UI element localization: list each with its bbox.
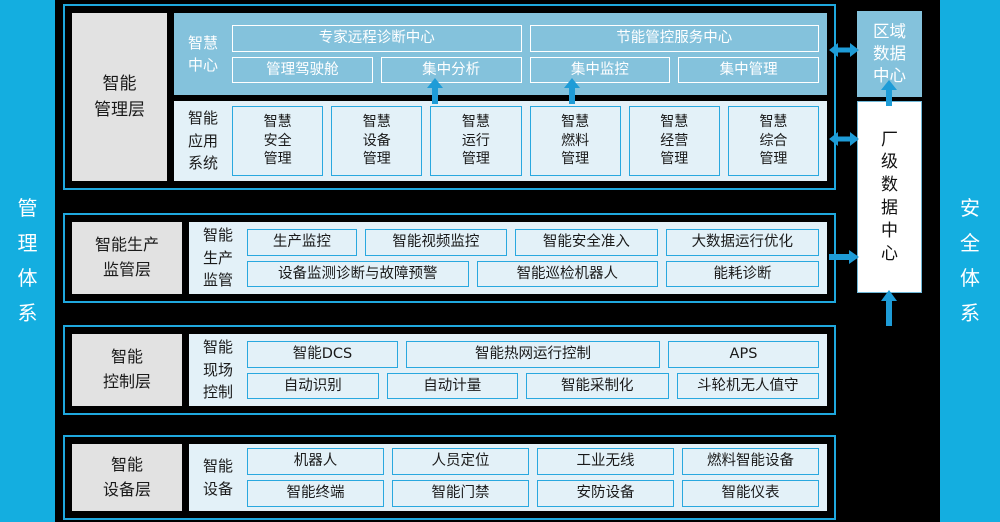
row-title-smart-application-system: 智能 应用 系统 bbox=[187, 109, 218, 173]
chip-smart-instrument[interactable]: 智能仪表 bbox=[682, 480, 819, 507]
chip-centralized-analysis[interactable]: 集中分析 bbox=[380, 56, 522, 84]
chip-management-cockpit[interactable]: 管理驾驶舱 bbox=[232, 56, 373, 84]
chip-expert-remote-diagnosis-center[interactable]: 专家远程诊断中心 bbox=[232, 24, 522, 52]
cell-line: 自动识别 自动计量 智能采制化 斗轮机无人值守 bbox=[247, 372, 819, 400]
layer-body-intelligent-equipment: 智能 设备 机器人 人员定位 工业无线 燃料智能设备 智能终端 智能门禁 安防设… bbox=[189, 444, 827, 511]
row-title-smart-equipment: 智能 设备 bbox=[202, 457, 233, 498]
chip-smart-terminal[interactable]: 智能终端 bbox=[247, 480, 384, 507]
chip-stacker-reclaimer-unattended[interactable]: 斗轮机无人值守 bbox=[676, 372, 819, 400]
chip-personnel-positioning[interactable]: 人员定位 bbox=[392, 448, 529, 475]
row-title-production-supervision: 智能 生产 监管 bbox=[202, 226, 233, 290]
cell-line: 管理驾驶舱 集中分析 集中监控 集中管理 bbox=[232, 56, 819, 84]
chip-smart-operation-management[interactable]: 智慧 运行 管理 bbox=[430, 106, 522, 176]
cell-line: 设备监测诊断与故障预警 智能巡检机器人 能耗诊断 bbox=[247, 260, 819, 288]
layer-intelligent-production-supervision: 智能生产 监管层 智能 生产 监管 生产监控 智能视频监控 智能安全准入 大数据… bbox=[63, 213, 836, 303]
row-cells-smart-center: 专家远程诊断中心 节能管控服务中心 管理驾驶舱 集中分析 集中监控 集中管理 bbox=[232, 13, 827, 95]
layer-body-intelligent-production-supervision: 智能 生产 监管 生产监控 智能视频监控 智能安全准入 大数据运行优化 设备监测… bbox=[189, 222, 827, 294]
arrow-up-apps-to-center-right bbox=[563, 78, 581, 104]
cell-line: 机器人 人员定位 工业无线 燃料智能设备 bbox=[247, 448, 819, 475]
layer-label-intelligent-equipment: 智能 设备层 bbox=[72, 444, 182, 511]
chip-smart-inspection-robot[interactable]: 智能巡检机器人 bbox=[476, 260, 659, 288]
row-title-field-control: 智能 现场 控制 bbox=[202, 338, 233, 402]
chip-centralized-management[interactable]: 集中管理 bbox=[678, 56, 819, 84]
cell-line: 智能终端 智能门禁 安防设备 智能仪表 bbox=[247, 480, 819, 507]
row-cells-smart-application-system: 智慧 安全 管理 智慧 设备 管理 智慧 运行 管理 智慧 燃料 管理 智慧 经… bbox=[232, 101, 827, 181]
layer-body-intelligent-management: 智慧 中心 专家远程诊断中心 节能管控服务中心 管理驾驶舱 集中分析 集中监控 … bbox=[174, 13, 827, 181]
plant-data-center-box[interactable]: 厂 级 数 据 中 心 bbox=[857, 101, 922, 293]
layer-label-intelligent-production-supervision: 智能生产 监管层 bbox=[72, 222, 182, 294]
chip-production-monitoring[interactable]: 生产监控 bbox=[247, 228, 357, 256]
chip-smart-safety-management[interactable]: 智慧 安全 管理 bbox=[232, 106, 324, 176]
chip-industrial-wireless[interactable]: 工业无线 bbox=[537, 448, 674, 475]
chip-energy-consumption-diagnosis[interactable]: 能耗诊断 bbox=[666, 260, 819, 288]
row-production-supervision: 智能 生产 监管 生产监控 智能视频监控 智能安全准入 大数据运行优化 设备监测… bbox=[189, 222, 827, 294]
chip-smart-sampling-preparation[interactable]: 智能采制化 bbox=[526, 372, 669, 400]
chip-smart-business-management[interactable]: 智慧 经营 管理 bbox=[628, 106, 720, 176]
layer-label-intelligent-control: 智能 控制层 bbox=[72, 334, 182, 406]
layer-body-intelligent-control: 智能 现场 控制 智能DCS 智能热网运行控制 APS 自动识别 自动计量 智能… bbox=[189, 334, 827, 406]
row-smart-equipment: 智能 设备 机器人 人员定位 工业无线 燃料智能设备 智能终端 智能门禁 安防设… bbox=[189, 444, 827, 511]
row-smart-application-system: 智能 应用 系统 智慧 安全 管理 智慧 设备 管理 智慧 运行 管理 智慧 燃… bbox=[174, 101, 827, 181]
arrow-bidirectional-apps-to-plant-dc bbox=[829, 131, 859, 147]
chip-smart-access-control[interactable]: 智能门禁 bbox=[392, 480, 529, 507]
left-rail-label: 管理体系 bbox=[17, 196, 38, 325]
chip-smart-dcs[interactable]: 智能DCS bbox=[247, 340, 399, 368]
chip-automatic-identification[interactable]: 自动识别 bbox=[247, 372, 379, 400]
chip-big-data-operation-optimization[interactable]: 大数据运行优化 bbox=[665, 228, 820, 256]
chip-smart-heat-network-operation-control[interactable]: 智能热网运行控制 bbox=[406, 340, 660, 368]
layer-intelligent-equipment: 智能 设备层 智能 设备 机器人 人员定位 工业无线 燃料智能设备 智能终端 智… bbox=[63, 435, 836, 520]
chip-smart-safety-access[interactable]: 智能安全准入 bbox=[515, 228, 658, 256]
row-field-control: 智能 现场 控制 智能DCS 智能热网运行控制 APS 自动识别 自动计量 智能… bbox=[189, 334, 827, 406]
right-rail-security-system: 安全体系 bbox=[940, 0, 1000, 522]
chip-centralized-monitoring[interactable]: 集中监控 bbox=[529, 56, 671, 84]
row-cells-smart-equipment: 机器人 人员定位 工业无线 燃料智能设备 智能终端 智能门禁 安防设备 智能仪表 bbox=[247, 444, 827, 511]
chip-robot[interactable]: 机器人 bbox=[247, 448, 384, 475]
layer-intelligent-management: 智能 管理层 智慧 中心 专家远程诊断中心 节能管控服务中心 管理驾驶舱 集中分… bbox=[63, 4, 836, 190]
cell-line: 生产监控 智能视频监控 智能安全准入 大数据运行优化 bbox=[247, 228, 820, 256]
right-rail-label: 安全体系 bbox=[960, 196, 980, 325]
left-rail-management-system: 管理体系 bbox=[0, 0, 55, 522]
chip-automatic-metering[interactable]: 自动计量 bbox=[386, 372, 519, 400]
cell-line: 智慧 安全 管理 智慧 设备 管理 智慧 运行 管理 智慧 燃料 管理 智慧 经… bbox=[232, 106, 820, 176]
arrow-up-control-to-plant-dc bbox=[880, 290, 898, 326]
row-title-smart-center: 智慧 中心 bbox=[187, 33, 218, 75]
layer-label-intelligent-management: 智能 管理层 bbox=[72, 13, 167, 181]
cell-line: 智能DCS 智能热网运行控制 APS bbox=[247, 340, 819, 368]
chip-security-equipment[interactable]: 安防设备 bbox=[537, 480, 674, 507]
arrow-bidirectional-management-to-regional-dc bbox=[829, 42, 859, 58]
row-smart-center: 智慧 中心 专家远程诊断中心 节能管控服务中心 管理驾驶舱 集中分析 集中监控 … bbox=[174, 13, 827, 95]
layer-intelligent-control: 智能 控制层 智能 现场 控制 智能DCS 智能热网运行控制 APS 自动识别 … bbox=[63, 325, 836, 415]
cell-line: 专家远程诊断中心 节能管控服务中心 bbox=[232, 24, 819, 52]
arrow-up-apps-to-center-left bbox=[426, 78, 444, 104]
chip-energy-saving-control-service-center[interactable]: 节能管控服务中心 bbox=[529, 24, 819, 52]
arrow-up-plant-dc-to-regional-dc bbox=[880, 80, 898, 106]
arrow-right-monitoring-to-plant-dc bbox=[829, 249, 859, 265]
chip-smart-video-monitoring[interactable]: 智能视频监控 bbox=[364, 228, 508, 256]
chip-smart-equipment-management[interactable]: 智慧 设备 管理 bbox=[331, 106, 423, 176]
row-cells-production-supervision: 生产监控 智能视频监控 智能安全准入 大数据运行优化 设备监测诊断与故障预警 智… bbox=[247, 222, 827, 294]
chip-fuel-smart-equipment[interactable]: 燃料智能设备 bbox=[682, 448, 819, 475]
chip-smart-comprehensive-management[interactable]: 智慧 综合 管理 bbox=[727, 106, 820, 176]
chip-smart-fuel-management[interactable]: 智慧 燃料 管理 bbox=[529, 106, 621, 176]
row-cells-field-control: 智能DCS 智能热网运行控制 APS 自动识别 自动计量 智能采制化 斗轮机无人… bbox=[247, 334, 827, 406]
chip-equipment-monitoring-diagnosis-fault-warning[interactable]: 设备监测诊断与故障预警 bbox=[247, 260, 469, 288]
chip-aps[interactable]: APS bbox=[667, 340, 819, 368]
